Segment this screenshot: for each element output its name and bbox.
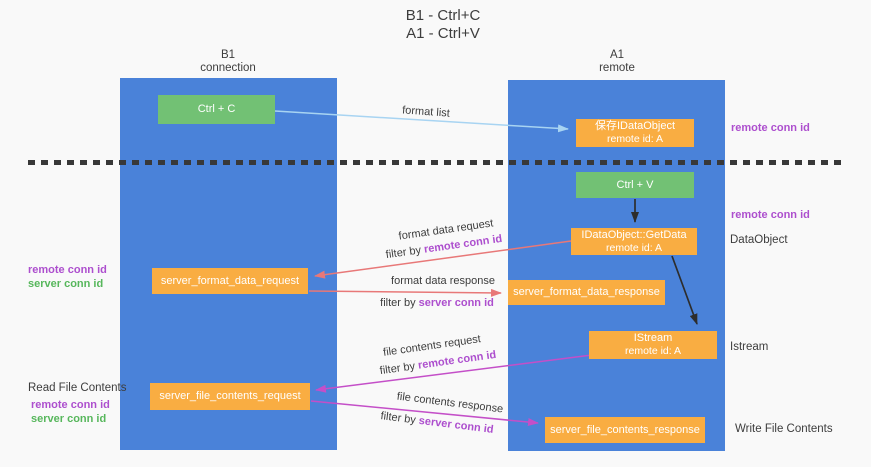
left-lane-header-name: B1 — [220, 49, 236, 61]
remote-conn-id-annotation-bottom: remote conn id — [31, 399, 110, 411]
save-idataobject-line1: 保存IDataObject — [594, 120, 676, 132]
istream-line2: remote id: A — [624, 345, 682, 357]
server-file-contents-response-label: server_file_contents_response — [550, 423, 700, 436]
server-format-data-response-label: server_format_data_response — [513, 286, 660, 298]
diagram-title-line1: B1 - Ctrl+C — [405, 7, 481, 24]
istream-line1: IStream — [633, 332, 673, 344]
server-format-data-request-box: server_format_data_request — [152, 268, 308, 294]
format-data-response-label: format data response — [391, 275, 495, 287]
server-conn-id-annotation-left: server conn id — [28, 278, 104, 290]
server-format-data-request-label: server_format_data_request — [160, 274, 300, 287]
getdata-line2: remote id: A — [605, 241, 663, 254]
save-idataobject-line2: remote id: A — [606, 133, 664, 145]
server-format-data-response-box: server_format_data_response — [508, 280, 665, 305]
write-file-contents-annotation: Write File Contents — [735, 423, 833, 435]
filter-by-text: filter by — [385, 243, 425, 262]
remote-conn-id-annotation-left: remote conn id — [28, 264, 107, 276]
server-conn-id-text: server conn id — [418, 297, 494, 309]
server-file-contents-response-box: server_file_contents_response — [545, 417, 705, 443]
file-contents-response-label: file contents response — [396, 390, 504, 416]
server-conn-id-text: server conn id — [418, 414, 495, 436]
ctrl-c-label: Ctrl + C — [197, 103, 236, 115]
right-lane-header-role: remote — [599, 62, 635, 74]
ctrl-v-label: Ctrl + V — [616, 178, 654, 191]
filter-by-text: filter by — [380, 297, 419, 309]
ctrl-c-box: Ctrl + C — [158, 95, 275, 124]
server-file-contents-request-label: server_file_contents_request — [159, 390, 301, 402]
istream-annotation: Istream — [730, 341, 769, 353]
file-contents-response-filter-label: filter by server conn id — [380, 410, 494, 436]
format-data-response-filter-label: filter by server conn id — [380, 297, 494, 309]
server-file-contents-request-box: server_file_contents_request — [150, 383, 310, 410]
format-data-response-arrow — [308, 288, 502, 297]
filter-by-text: filter by — [379, 410, 420, 427]
ctrl-v-box: Ctrl + V — [576, 172, 694, 198]
right-lane-header-name: A1 — [609, 49, 625, 61]
server-conn-id-annotation-bottom: server conn id — [31, 413, 107, 425]
getdata-line1: IDataObject::GetData — [581, 228, 687, 241]
idataobject-getdata-box: IDataObject::GetData remote id: A — [571, 228, 697, 255]
remote-conn-id-annotation-mid: remote conn id — [731, 209, 810, 221]
format-list-label: format list — [401, 104, 451, 120]
remote-conn-id-annotation-top: remote conn id — [731, 122, 810, 134]
read-file-contents-annotation: Read File Contents — [28, 382, 127, 394]
save-idataobject-box: 保存IDataObject remote id: A — [576, 119, 694, 147]
left-lane-header-role: connection — [200, 62, 256, 74]
filter-by-text: filter by — [379, 359, 419, 378]
istream-box: IStream remote id: A — [589, 331, 717, 359]
dataobject-annotation: DataObject — [730, 234, 788, 246]
diagram-title-line2: A1 - Ctrl+V — [406, 25, 480, 42]
session-divider-dashed-line — [28, 160, 846, 165]
